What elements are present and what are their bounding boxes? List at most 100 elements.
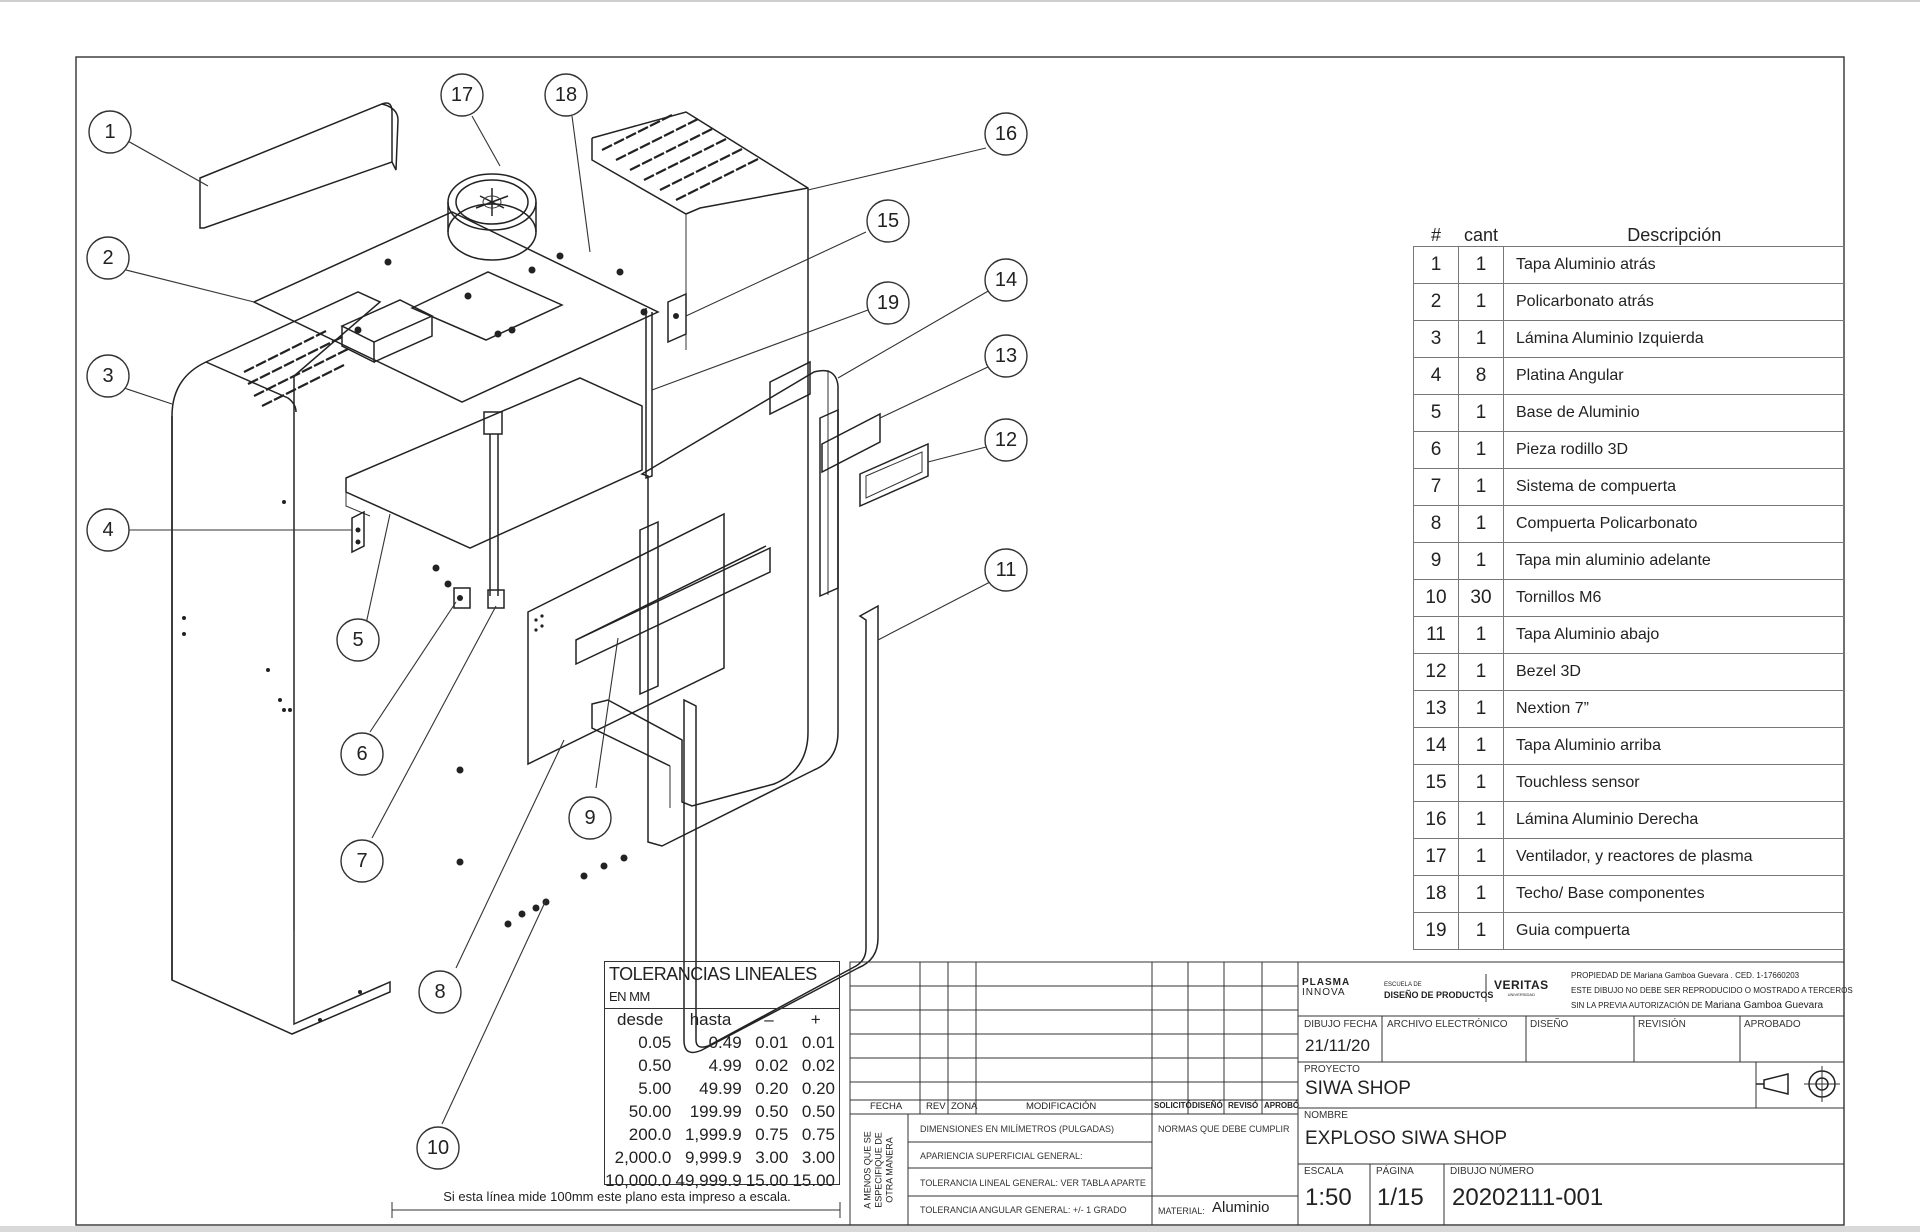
left-grill <box>243 330 349 407</box>
material-label: MATERIAL: <box>1158 1206 1205 1216</box>
note-angular-tol: TOLERANCIA ANGULAR GENERAL: +/- 1 GRADO <box>920 1205 1127 1215</box>
bom-num: 1 <box>1413 246 1459 284</box>
part-9 <box>575 520 771 696</box>
rev-modificacion: MODIFICACIÓN <box>1026 1101 1097 1112</box>
balloon-5: 5 <box>336 618 380 662</box>
bom-qty: 1 <box>1458 431 1504 469</box>
page-label: PÁGINA <box>1376 1166 1414 1177</box>
tolerance-cell: 10,000.0 <box>605 1170 672 1190</box>
bom-num: 5 <box>1413 394 1459 432</box>
owner-line-2: ESTE DIBUJO NO DEBE SER REPRODUCIDO O MO… <box>1571 986 1853 995</box>
balloon-14: 14 <box>984 258 1028 302</box>
part-18 <box>252 211 660 403</box>
bom-desc: Pieza rodillo 3D <box>1503 431 1845 469</box>
bom-desc: Nextion 7” <box>1503 690 1845 728</box>
svg-text:7: 7 <box>356 850 367 872</box>
balloon-7: 7 <box>340 839 384 883</box>
logo-school-small: ESCUELA DE <box>1384 982 1422 988</box>
balloon-3: 3 <box>86 354 130 398</box>
svg-text:1: 1 <box>104 121 115 143</box>
tolerance-cell: 0.50 <box>638 1055 672 1075</box>
svg-text:14: 14 <box>995 269 1017 291</box>
drawing-number-label: DIBUJO NÚMERO <box>1450 1166 1534 1177</box>
bom-desc: Tapa Aluminio atrás <box>1503 246 1845 284</box>
tolerance-cell: 0.01 <box>755 1032 789 1052</box>
svg-text:15: 15 <box>877 210 899 232</box>
bom-qty: 1 <box>1458 875 1504 913</box>
svg-text:16: 16 <box>995 123 1017 145</box>
owner-line-1: PROPIEDAD DE Mariana Gamboa Guevara . CE… <box>1571 971 1800 980</box>
svg-text:11: 11 <box>996 559 1017 581</box>
tolerance-table: TOLERANCIAS LINEALES EN MM desde hasta –… <box>604 961 840 1190</box>
tolerance-cell: 0.20 <box>755 1078 789 1098</box>
approved-label: APROBADO <box>1744 1019 1801 1030</box>
window-bottom-edge <box>0 1226 1920 1232</box>
tolerance-cell: 0.49 <box>708 1032 742 1052</box>
bom-num: 13 <box>1413 690 1459 728</box>
rev-fecha: FECHA <box>870 1101 903 1112</box>
logo-veritas-name: VERITAS <box>1494 978 1549 992</box>
tol-header-plus: + <box>810 1010 821 1029</box>
svg-text:13: 13 <box>995 345 1017 367</box>
balloon-12: 12 <box>984 418 1028 462</box>
projection-symbol-icon <box>1756 1066 1840 1102</box>
bom-num: 12 <box>1413 653 1459 691</box>
date-label: DIBUJO FECHA <box>1304 1019 1378 1030</box>
bom-qty: 1 <box>1458 246 1504 284</box>
file-label: ARCHIVO ELECTRÓNICO <box>1387 1019 1508 1030</box>
bom-num: 7 <box>1413 468 1459 506</box>
owner-name: Mariana Gamboa Guevara <box>1704 1000 1824 1011</box>
bom-desc: Tornillos M6 <box>1503 579 1845 617</box>
logo-veritas: VERITAS UNIVERSIDAD <box>1494 978 1549 1000</box>
logo-veritas-sub: UNIVERSIDAD <box>1507 992 1535 997</box>
bom-qty: 8 <box>1458 357 1504 395</box>
part-11 <box>683 604 879 1054</box>
balloon-17: 17 <box>440 73 484 117</box>
bom-qty: 1 <box>1458 653 1504 691</box>
tolerance-unit: EN MM <box>609 989 650 1004</box>
tolerance-cell: 0.50 <box>755 1101 789 1121</box>
bom-qty: 1 <box>1458 394 1504 432</box>
ownership-note: PROPIEDAD DE Mariana Gamboa Guevara . CE… <box>1571 968 1853 1013</box>
balloon-1: 1 <box>88 110 132 154</box>
tolerance-cell: 15.00 <box>745 1170 789 1190</box>
bom-qty: 1 <box>1458 801 1504 839</box>
rev-diseno: DISEÑÓ <box>1192 1101 1223 1110</box>
bom-desc: Bezel 3D <box>1503 653 1845 691</box>
tolerance-cell: 49.99 <box>699 1078 742 1098</box>
part-6 <box>453 587 471 609</box>
part-16 <box>591 111 809 808</box>
bom-desc: Policarbonato atrás <box>1503 283 1845 321</box>
part-19 <box>645 308 653 480</box>
bom-desc: Touchless sensor <box>1503 764 1845 802</box>
tolerance-cell: 50.00 <box>628 1101 672 1121</box>
bom-num: 4 <box>1413 357 1459 395</box>
tolerance-cell: 0.50 <box>801 1101 835 1121</box>
bom-desc: Tapa Aluminio abajo <box>1503 616 1845 654</box>
balloon-19: 19 <box>866 281 910 325</box>
bom-desc: Techo/ Base componentes <box>1503 875 1845 913</box>
part-8 <box>527 512 767 766</box>
tolerance-cell: 4.99 <box>708 1055 742 1075</box>
rev-zona: ZONA <box>951 1101 978 1112</box>
bom-desc: Guia compuerta <box>1503 912 1845 950</box>
svg-text:9: 9 <box>584 807 595 829</box>
notes-side-3: OTRA MANERA <box>884 1137 895 1203</box>
notes-side-2: ESPECIFIQUE DE <box>873 1132 884 1208</box>
scale-value: 1:50 <box>1305 1184 1352 1211</box>
bom-qty: 1 <box>1458 283 1504 321</box>
tolerance-cell: 0.02 <box>801 1055 835 1075</box>
